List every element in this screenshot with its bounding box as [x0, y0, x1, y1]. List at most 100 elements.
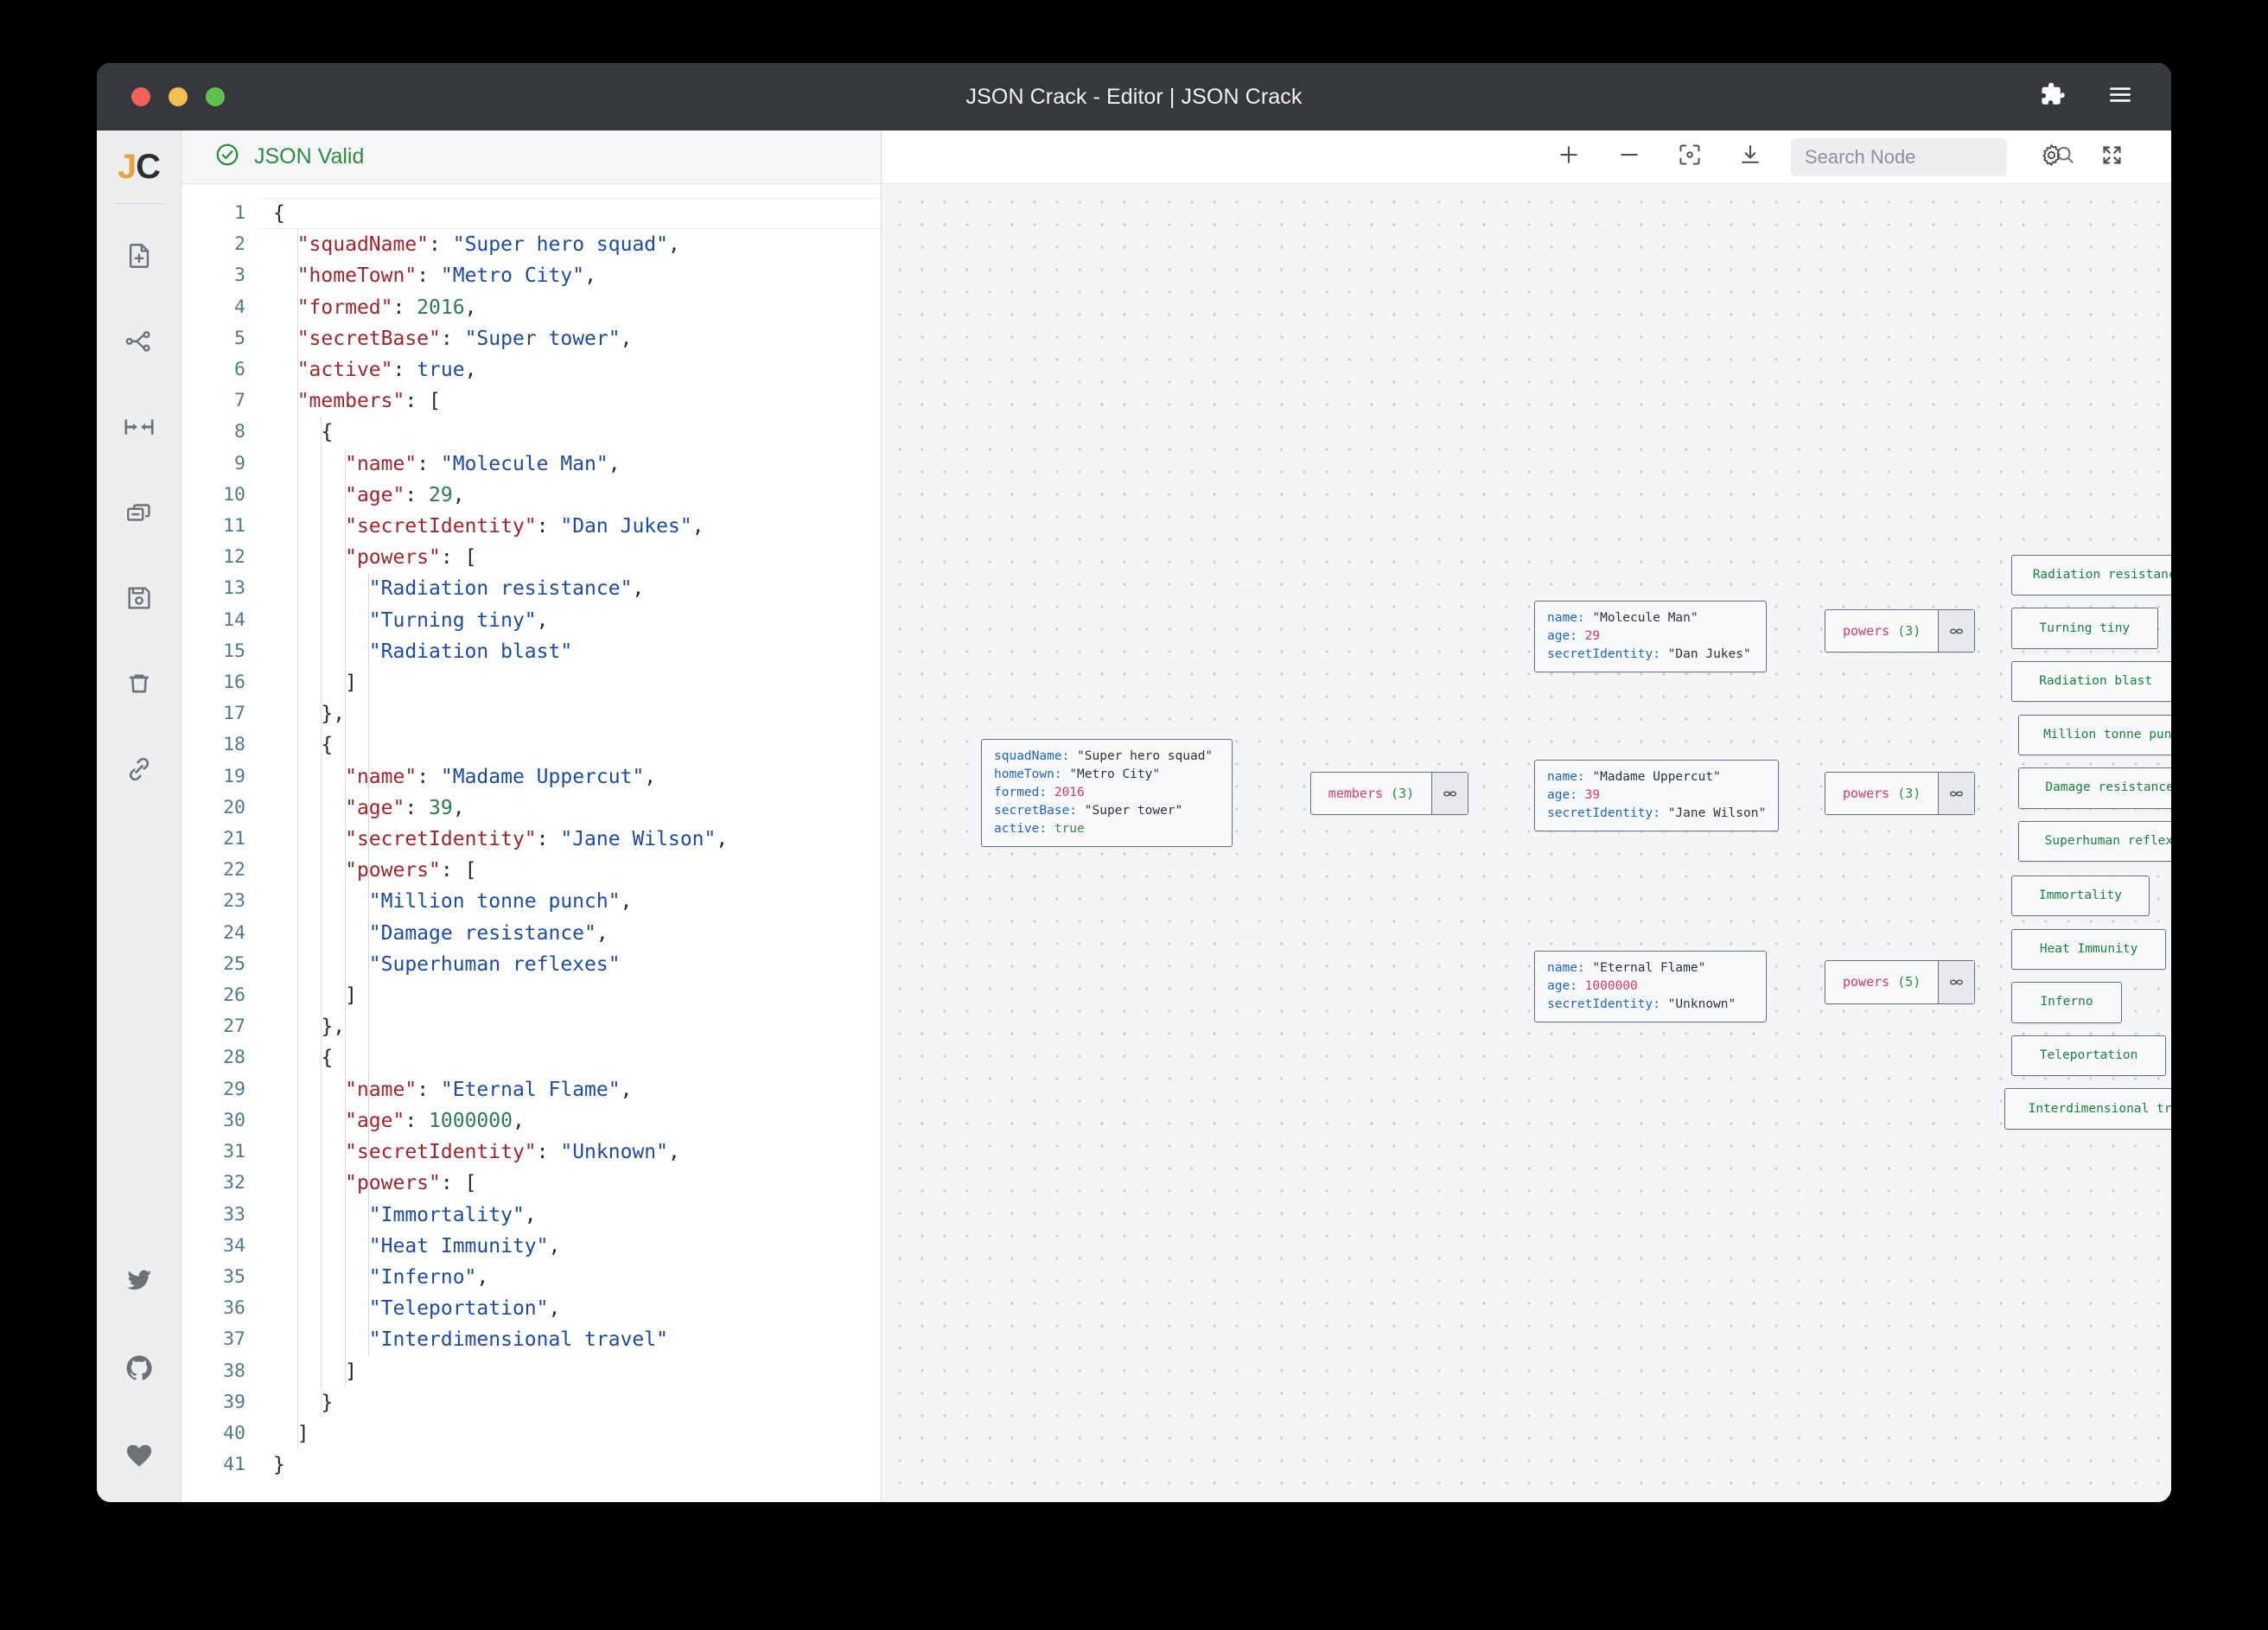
- token-pun: {: [273, 202, 285, 225]
- graph-node[interactable]: Immortality: [2011, 875, 2150, 916]
- sidebar-social-github[interactable]: [97, 1326, 182, 1414]
- token-pun: :: [405, 797, 429, 819]
- property-key: name:: [1547, 611, 1592, 625]
- app-logo[interactable]: JC: [118, 150, 160, 184]
- token-pun: ,: [621, 1079, 633, 1101]
- editor-status-bar: JSON Valid: [182, 131, 881, 184]
- code-line: "Interdimensional travel": [273, 1324, 881, 1355]
- graph-node[interactable]: Inferno: [2011, 982, 2122, 1022]
- node-leaf-value: Teleportation: [2040, 1047, 2138, 1065]
- line-number: 3: [182, 260, 245, 291]
- code-line: "Radiation blast": [273, 636, 881, 667]
- line-number: 11: [182, 511, 245, 542]
- sidebar-item-link[interactable]: [97, 726, 182, 812]
- graph-node[interactable]: squadName: "Super hero squad"homeTown: "…: [981, 739, 1233, 847]
- graph-node[interactable]: members (3): [1310, 772, 1468, 816]
- property-value: 39: [1585, 788, 1600, 802]
- window-body: JC: [97, 131, 2171, 1502]
- sidebar-item-share-graph[interactable]: [97, 298, 182, 384]
- graph-node[interactable]: powers (5): [1825, 960, 1975, 1004]
- graph-node[interactable]: name: "Madame Uppercut"age: 39secretIden…: [1534, 760, 1779, 831]
- graph-node[interactable]: Superhuman reflexes: [2018, 821, 2171, 862]
- token-num: 29: [429, 484, 453, 506]
- line-number: 16: [182, 667, 245, 698]
- sidebar-item-save[interactable]: [97, 555, 182, 640]
- twitter-icon: [124, 1265, 154, 1299]
- line-number: 13: [182, 573, 245, 604]
- token-str: "Heat Immunity": [369, 1235, 549, 1258]
- token-pun: ,: [453, 484, 465, 506]
- token-pun: ,: [584, 264, 596, 287]
- node-link-button[interactable]: [1938, 610, 1974, 653]
- collapse-expand-icon: [124, 412, 155, 442]
- sidebar-item-new-document[interactable]: [97, 213, 182, 298]
- sidebar-social-heart[interactable]: [97, 1414, 182, 1502]
- code-line: "Heat Immunity",: [273, 1231, 881, 1262]
- sidebar-social-twitter[interactable]: [97, 1238, 182, 1326]
- new-document-icon: [124, 241, 154, 271]
- graph-node[interactable]: Teleportation: [2011, 1035, 2166, 1076]
- token-str: "Madame Uppercut": [441, 766, 644, 788]
- code-editor[interactable]: 1234567891011121314151617181920212223242…: [182, 184, 881, 1502]
- minimize-window-button[interactable]: [169, 87, 188, 106]
- token-str: "Eternal Flame": [441, 1079, 621, 1101]
- node-body: Radiation resistance: [2012, 556, 2171, 595]
- settings-button[interactable]: [2021, 131, 2081, 184]
- link-chain-icon: [124, 755, 154, 784]
- property-value: "Madame Uppercut": [1592, 770, 1720, 784]
- search-input[interactable]: [1805, 146, 2054, 169]
- token-pun: ,: [621, 328, 633, 350]
- search-node-field[interactable]: [1791, 138, 2007, 176]
- line-number: 30: [182, 1105, 245, 1137]
- fullscreen-button[interactable]: [2081, 131, 2142, 184]
- token-pun: },: [321, 1016, 345, 1038]
- node-link-button[interactable]: [1938, 961, 1974, 1003]
- graph-node[interactable]: Radiation resistance: [2011, 555, 2171, 595]
- token-pun: ,: [513, 1110, 525, 1132]
- graph-node[interactable]: Damage resistance: [2018, 767, 2171, 808]
- node-leaf-value: Inferno: [2040, 993, 2093, 1011]
- property-value: 1000000: [1585, 979, 1638, 993]
- sidebar-divider: [113, 203, 165, 204]
- center-view-button[interactable]: [1660, 131, 1720, 184]
- code-content[interactable]: { "squadName": "Super hero squad", "home…: [258, 184, 881, 1502]
- token-pun: ,: [668, 1141, 680, 1163]
- node-property-row: age: 39: [1547, 786, 1766, 805]
- graph-node[interactable]: Turning tiny: [2011, 608, 2158, 648]
- left-sidebar: JC: [97, 131, 182, 1502]
- code-line: ]: [273, 1418, 881, 1449]
- sidebar-item-collapse-expand[interactable]: [97, 384, 182, 469]
- graph-canvas[interactable]: squadName: "Super hero squad"homeTown: "…: [882, 184, 2171, 1502]
- sidebar-item-delete[interactable]: [97, 640, 182, 726]
- download-button[interactable]: [1720, 131, 1781, 184]
- code-line: "Inferno",: [273, 1262, 881, 1293]
- extensions-icon[interactable]: [2040, 82, 2066, 112]
- close-window-button[interactable]: [131, 87, 150, 106]
- graph-node[interactable]: Radiation blast: [2011, 661, 2171, 702]
- graph-node[interactable]: name: "Molecule Man"age: 29secretIdentit…: [1534, 601, 1767, 672]
- graph-node[interactable]: name: "Eternal Flame"age: 1000000secretI…: [1534, 951, 1767, 1022]
- zoom-out-button[interactable]: [1599, 131, 1660, 184]
- token-pun: ,: [465, 296, 477, 319]
- token-pun: ,: [549, 1297, 561, 1320]
- token-pun: :: [405, 484, 429, 506]
- token-key: "secretIdentity": [345, 828, 537, 850]
- sidebar-item-clone[interactable]: [97, 469, 182, 555]
- graph-node[interactable]: powers (3): [1825, 609, 1975, 653]
- node-property-row: age: 1000000: [1547, 977, 1754, 996]
- menu-icon[interactable]: [2107, 82, 2133, 112]
- gear-icon: [2039, 143, 2064, 172]
- collection-count: (3): [1383, 786, 1414, 801]
- save-disk-icon: [124, 583, 154, 613]
- zoom-in-button[interactable]: [1539, 131, 1599, 184]
- maximize-window-button[interactable]: [206, 87, 225, 106]
- token-key: "age": [345, 484, 405, 506]
- line-number: 35: [182, 1262, 245, 1293]
- token-pun: : [: [441, 546, 477, 569]
- graph-node[interactable]: Heat Immunity: [2011, 929, 2166, 970]
- graph-node[interactable]: Interdimensional travel: [2004, 1088, 2171, 1129]
- node-link-button[interactable]: [1938, 773, 1974, 815]
- graph-node[interactable]: powers (3): [1825, 772, 1975, 816]
- node-link-button[interactable]: [1431, 773, 1468, 815]
- graph-node[interactable]: Million tonne punch: [2018, 715, 2171, 755]
